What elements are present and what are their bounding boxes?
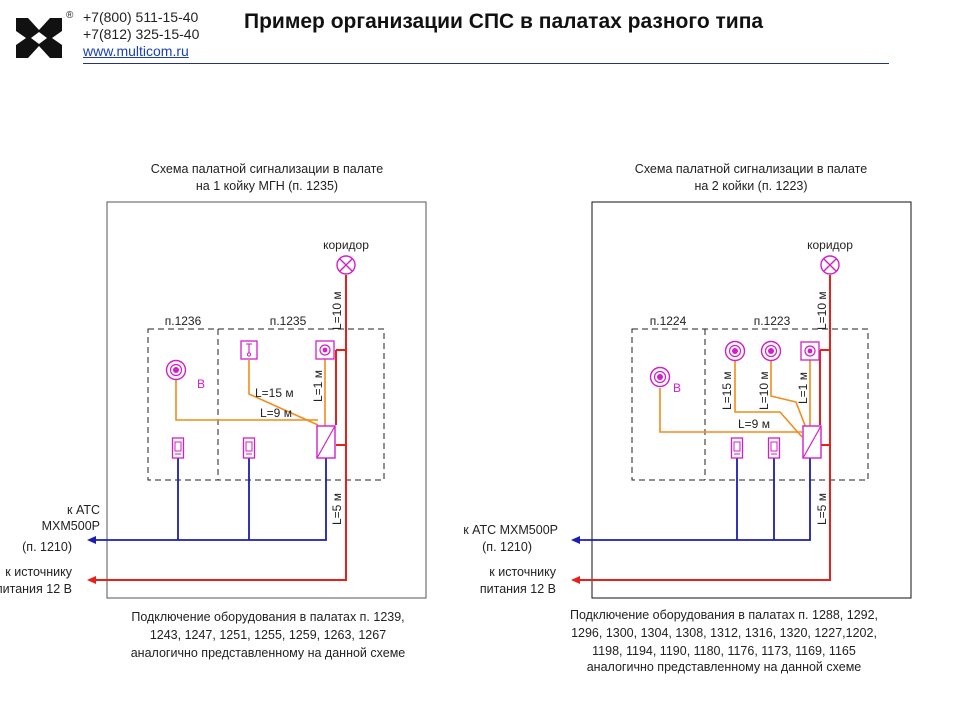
left-note-1: Подключение оборудования в палатах п. 12… — [131, 610, 404, 624]
contact-block: +7(800) 511-15-40 +7(812) 325-15-40 www.… — [83, 9, 199, 60]
left-ats-label-3: (п. 1210) — [22, 540, 72, 554]
right-corridor-label: коридор — [807, 238, 853, 252]
left-power-arrow-icon — [87, 576, 96, 584]
company-logo — [14, 14, 64, 62]
right-len-d: L=9 м — [738, 417, 770, 431]
left-len-b: L=1 м — [311, 370, 325, 402]
right-internal-line-1 — [659, 388, 802, 433]
right-ats-label-1: к АТС МХМ500Р — [463, 523, 558, 537]
right-caption-1: Схема палатной сигнализации в палате — [635, 162, 867, 176]
right-len-corridor: L=10 м — [815, 291, 829, 330]
left-caption-2: на 1 койку МГН (п. 1235) — [196, 179, 338, 193]
left-signal-line — [94, 453, 327, 541]
right-wall-socket-a-icon — [730, 437, 744, 459]
right-note-2: 1296, 1300, 1304, 1308, 1312, 1316, 1320… — [571, 626, 877, 640]
right-door-unit-icon — [800, 341, 820, 361]
left-pull-cord-icon — [240, 340, 258, 360]
left-bath-mark: В — [197, 377, 205, 391]
left-room-a-label: п.1236 — [165, 314, 202, 328]
right-len-a: L=15 м — [720, 371, 734, 410]
right-corridor-lamp-icon — [820, 255, 840, 275]
left-wall-socket-a-icon — [171, 437, 185, 459]
left-internal-line-1 — [175, 372, 318, 421]
left-corridor-lamp-icon — [336, 255, 356, 275]
right-internal-line-2 — [734, 361, 803, 438]
left-signal-arrow-icon — [87, 536, 96, 544]
right-scheme: Схема палатной сигнализации в палате на … — [463, 162, 912, 674]
right-bed-2-call-button-icon — [760, 340, 782, 362]
left-room-b-label: п.1235 — [270, 314, 307, 328]
right-bath-call-button-icon — [649, 366, 671, 388]
left-caption-1: Схема палатной сигнализации в палате — [151, 162, 383, 176]
header-divider — [83, 63, 889, 64]
registered-mark: ® — [66, 10, 74, 21]
left-len-a: L=15 м — [255, 386, 294, 400]
right-note-3: 1198, 1194, 1190, 1180, 1176, 1173, 1169… — [592, 644, 856, 658]
left-ward-frame — [106, 201, 427, 599]
left-note-2: 1243, 1247, 1251, 1255, 1259, 1263, 1267 — [150, 628, 386, 642]
left-internal-line-2 — [248, 360, 319, 426]
right-room-outline — [631, 328, 869, 481]
page-title: Пример организации СПС в палатах разного… — [244, 10, 764, 33]
left-ats-label-2: МХМ500Р — [42, 519, 100, 533]
right-power-line — [578, 275, 831, 581]
right-note-1: Подключение оборудования в палатах п. 12… — [570, 608, 878, 622]
left-power-label-1: к источнику — [5, 565, 72, 579]
left-len-corridor: L=10 м — [330, 291, 344, 330]
right-bed-1-call-button-icon — [724, 340, 746, 362]
left-power-line — [94, 275, 347, 581]
left-bath-call-button-icon — [165, 359, 187, 381]
website-link[interactable]: www.multicom.ru — [83, 43, 189, 59]
left-len-d: L=5 м — [330, 493, 344, 525]
right-caption-2: на 2 койки (п. 1223) — [694, 179, 807, 193]
left-room-outline — [147, 328, 385, 481]
right-power-label-1: к источнику — [489, 565, 556, 579]
left-corridor-label: коридор — [323, 238, 369, 252]
left-ats-label-1: к АТС — [67, 503, 100, 517]
right-power-arrow-icon — [571, 576, 580, 584]
right-room-b-label: п.1223 — [754, 314, 791, 328]
right-signal-line — [578, 453, 811, 541]
right-ats-label-2: (п. 1210) — [482, 540, 532, 554]
left-controller-icon — [316, 425, 336, 459]
right-len-b: L=10 м — [757, 371, 771, 410]
left-len-c: L=9 м — [260, 406, 292, 420]
right-ward-frame — [591, 201, 912, 599]
right-signal-arrow-icon — [571, 536, 580, 544]
phone-2: +7(812) 325-15-40 — [83, 26, 200, 42]
right-bath-mark: В — [673, 381, 681, 395]
phone-1: +7(800) 511-15-40 — [83, 9, 199, 25]
right-wall-socket-b-icon — [767, 437, 781, 459]
right-len-e: L=5 м — [815, 493, 829, 525]
right-controller-icon — [802, 425, 822, 459]
right-room-a-label: п.1224 — [650, 314, 687, 328]
left-door-unit-icon — [315, 340, 335, 360]
left-power-label-2: питания 12 В — [0, 582, 72, 596]
left-note-3: аналогично представленному на данной схе… — [131, 646, 406, 660]
right-note-4: аналогично представленному на данной схе… — [587, 660, 862, 674]
left-wall-socket-b-icon — [242, 437, 256, 459]
right-internal-line-3 — [770, 361, 807, 429]
left-scheme: Схема палатной сигнализации в палате на … — [0, 162, 427, 660]
right-len-c: L=1 м — [796, 372, 810, 404]
right-power-label-2: питания 12 В — [480, 582, 556, 596]
